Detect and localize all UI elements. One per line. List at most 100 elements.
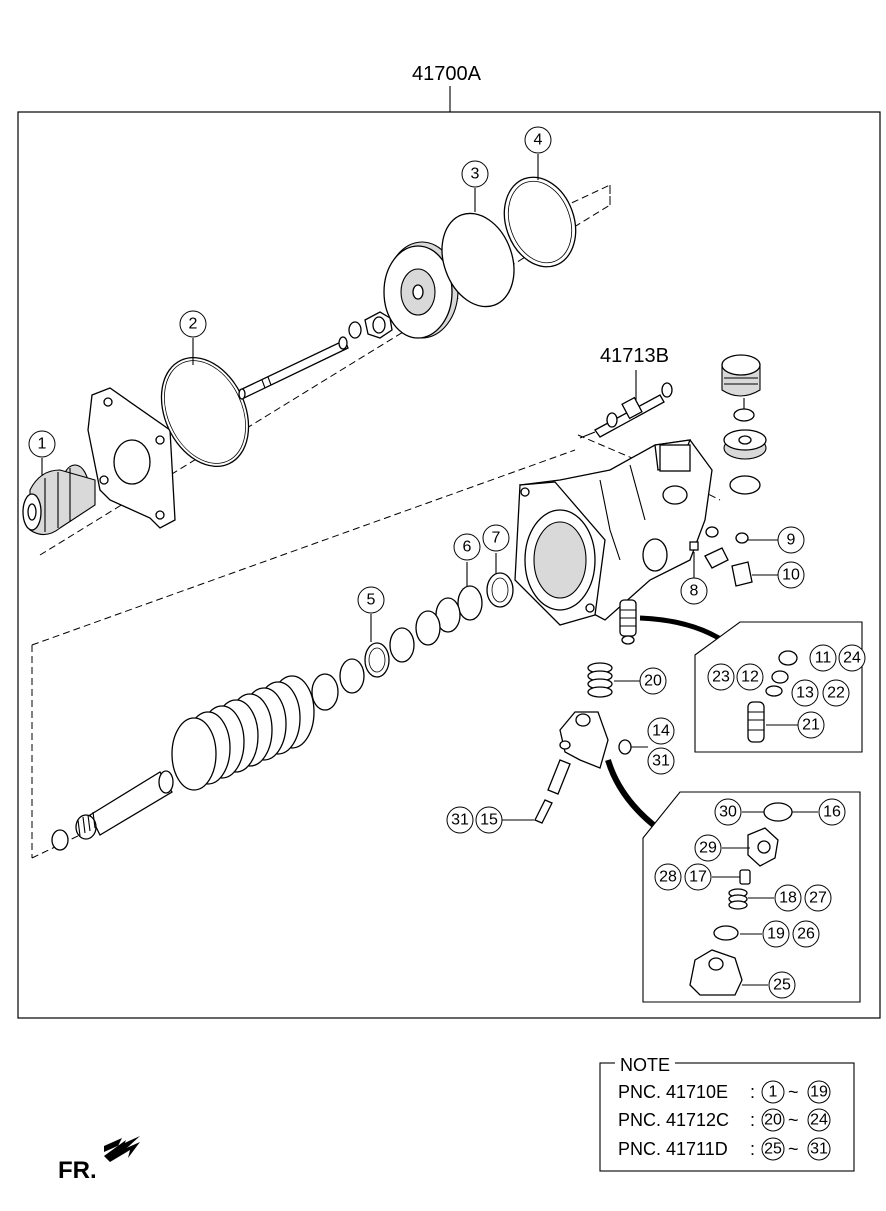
- svg-text:29: 29: [699, 840, 717, 857]
- spring-18: [728, 888, 748, 910]
- subassembly-label: 41713B: [600, 345, 669, 367]
- callout-2: 2: [179, 310, 207, 338]
- svg-text:10: 10: [782, 567, 800, 584]
- ring-6: [457, 585, 483, 621]
- callout-11: 11: [809, 644, 837, 672]
- svg-text:2: 2: [189, 316, 198, 333]
- cover-25: [689, 949, 743, 996]
- connector-pipe: [534, 759, 571, 824]
- callout-7: 7: [482, 524, 510, 552]
- svg-text:14: 14: [652, 723, 670, 740]
- callout-22: 22: [822, 679, 850, 707]
- svg-text:31: 31: [451, 812, 469, 829]
- svg-text:16: 16: [823, 804, 841, 821]
- callout-14: 14: [647, 717, 675, 745]
- valve-piston-21: [747, 701, 765, 743]
- callout-24: 24: [838, 644, 866, 672]
- svg-text:13: 13: [796, 685, 814, 702]
- plug-14: [618, 739, 632, 755]
- svg-text:1: 1: [38, 436, 47, 453]
- valve-spring-20: [587, 662, 613, 698]
- callout-10: 10: [777, 561, 805, 589]
- svg-text:22: 22: [827, 685, 845, 702]
- svg-text:21: 21: [802, 717, 820, 734]
- svg-text:18: 18: [779, 890, 797, 907]
- note-row-1-to: 19: [810, 1084, 828, 1101]
- o-ring-12: [771, 670, 789, 684]
- note-row-2-tilde: ~: [788, 1110, 799, 1130]
- callout-13: 13: [791, 679, 819, 707]
- callout-3: 3: [461, 160, 489, 188]
- clutch-booster-housing: [514, 439, 713, 626]
- note-row-3-colon: :: [750, 1139, 755, 1159]
- callout-19: 19: [762, 920, 790, 948]
- callout-18: 18: [774, 884, 802, 912]
- svg-text:3: 3: [471, 166, 480, 183]
- note-row-3-to: 31: [810, 1141, 828, 1158]
- callout-8: 8: [680, 577, 708, 605]
- bleeder-fitting-10: [704, 547, 753, 587]
- ring-b: [415, 610, 441, 646]
- note-row-1-colon: :: [750, 1082, 755, 1102]
- seal-11: [778, 650, 798, 666]
- callout-26: 26: [792, 920, 820, 948]
- svg-text:17: 17: [689, 869, 707, 886]
- callout-31-lower: 31: [446, 806, 474, 834]
- o-ring-3: [441, 212, 515, 308]
- plug-9: [705, 526, 749, 544]
- ring-d: [339, 658, 365, 694]
- bleed-valve-assembly: [579, 382, 673, 439]
- svg-text:15: 15: [480, 812, 498, 829]
- callout-1: 1: [28, 430, 56, 458]
- svg-text:26: 26: [797, 926, 815, 943]
- callout-12: 12: [736, 663, 764, 691]
- o-ring-19: [713, 925, 739, 941]
- callout-30: 30: [714, 798, 742, 826]
- callout-4: 4: [524, 126, 552, 154]
- callout-28: 28: [654, 863, 682, 891]
- svg-text:27: 27: [809, 890, 827, 907]
- svg-text:8: 8: [690, 583, 699, 600]
- note-row-2-pnc: PNC. 41712C: [618, 1110, 729, 1130]
- valve-body-cover: [559, 711, 609, 769]
- o-ring-16: [763, 802, 793, 822]
- callout-20: 20: [639, 667, 667, 695]
- front-orientation-indicator: FR.: [58, 1136, 140, 1184]
- end-clip: [51, 829, 69, 851]
- valve-piston-upper: [619, 599, 637, 645]
- svg-text:20: 20: [644, 673, 662, 690]
- dashed-boundary-top: [534, 184, 611, 221]
- svg-text:12: 12: [741, 669, 759, 686]
- boot-part: [22, 464, 96, 536]
- reservoir-gasket: [729, 475, 761, 495]
- note-row-2-from: 20: [764, 1112, 782, 1129]
- note-row-1-pnc: PNC. 41710E: [618, 1082, 728, 1102]
- note-row-2-to: 24: [810, 1112, 828, 1129]
- svg-text:31: 31: [652, 753, 670, 770]
- small-plug-8: [689, 541, 699, 551]
- reservoir-cap: [721, 354, 761, 397]
- pointer-to-inset-2: [605, 759, 662, 833]
- small-washer: [348, 321, 362, 339]
- callout-5: 5: [357, 586, 385, 614]
- push-rod: [75, 770, 174, 840]
- seal-7: [486, 572, 514, 608]
- gasket-plate: [87, 387, 176, 529]
- callout-25: 25: [768, 971, 796, 999]
- note-title: NOTE: [620, 1055, 670, 1075]
- callout-21: 21: [797, 711, 825, 739]
- rod-shaft: [238, 336, 349, 400]
- check-valve-17: [739, 869, 751, 885]
- callout-31-upper: 31: [647, 747, 675, 775]
- cap-seal: [733, 398, 755, 422]
- note-row-1-tilde: ~: [788, 1082, 799, 1102]
- svg-text:4: 4: [534, 132, 543, 149]
- note-row-3-pnc: PNC. 41711D: [618, 1139, 728, 1159]
- svg-text:7: 7: [492, 530, 501, 547]
- hex-nut: [364, 311, 393, 339]
- dashed-boundary-valve: [577, 434, 661, 471]
- note-row-1-from: 1: [769, 1084, 778, 1101]
- svg-text:6: 6: [463, 539, 472, 556]
- callout-6: 6: [453, 533, 481, 561]
